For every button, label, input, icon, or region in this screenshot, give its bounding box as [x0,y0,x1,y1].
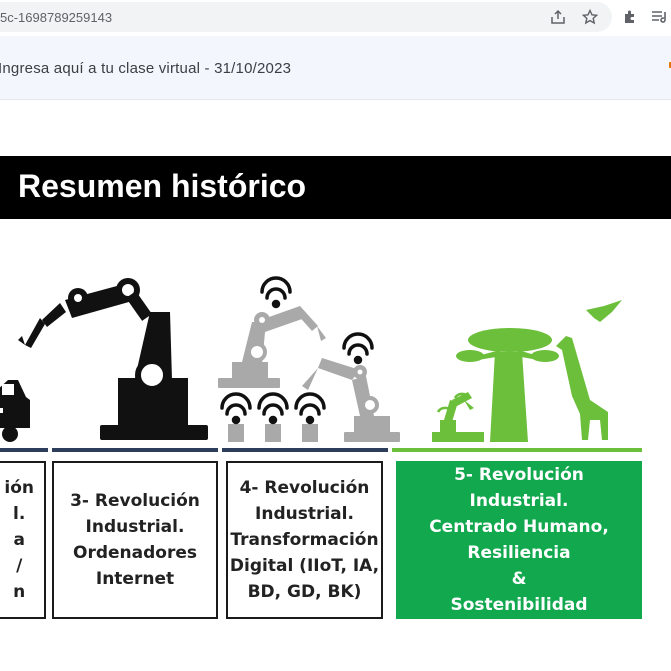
timeline-line-2 [0,448,48,452]
browser-toolbar: 5c-1698789259143 [0,0,671,36]
bookmark-marker-icon [669,62,671,68]
revolutions-illustration [0,276,622,442]
revolution-box-5: 5- Revolución Industrial. Centrado Human… [396,461,642,619]
revolution-box-3: 3- Revolución Industrial. Ordenadores In… [52,461,218,619]
bookmark-link[interactable]: Ingresa aquí a tu clase virtual - 31/10/… [0,60,292,77]
url-text: 5c-1698789259143 [0,10,113,25]
revolution-box-2: ión l. a / n [0,461,46,619]
slide-header: Resumen histórico [0,156,671,219]
connected-robots-icon [218,306,400,442]
timeline-line-4 [222,448,388,452]
revolution-text-3: 3- Revolución Industrial. Ordenadores In… [70,491,200,589]
reading-list-icon[interactable] [650,7,670,27]
revolution-box-4: 4- Revolución Industrial. Transformación… [226,461,383,619]
timeline-line-5 [392,448,642,452]
industrial-robot-icon [18,278,208,440]
slide-title: Resumen histórico [18,168,307,204]
timeline-line-3 [52,448,218,452]
revolution-text-4: 4- Revolución Industrial. Transformación… [229,478,380,602]
extensions-icon[interactable] [620,7,640,27]
bookmarks-bar: Ingresa aquí a tu clase virtual - 31/10/… [0,36,671,100]
revolution-text-2: ión l. a / n [4,478,34,602]
car-icon [0,380,30,442]
sustainable-nature-icon [432,300,622,442]
share-icon[interactable] [548,7,568,27]
wifi-icon [220,276,374,425]
revolution-text-5: 5- Revolución Industrial. Centrado Human… [429,465,609,615]
star-icon[interactable] [580,7,600,27]
address-bar[interactable]: 5c-1698789259143 [0,2,612,32]
